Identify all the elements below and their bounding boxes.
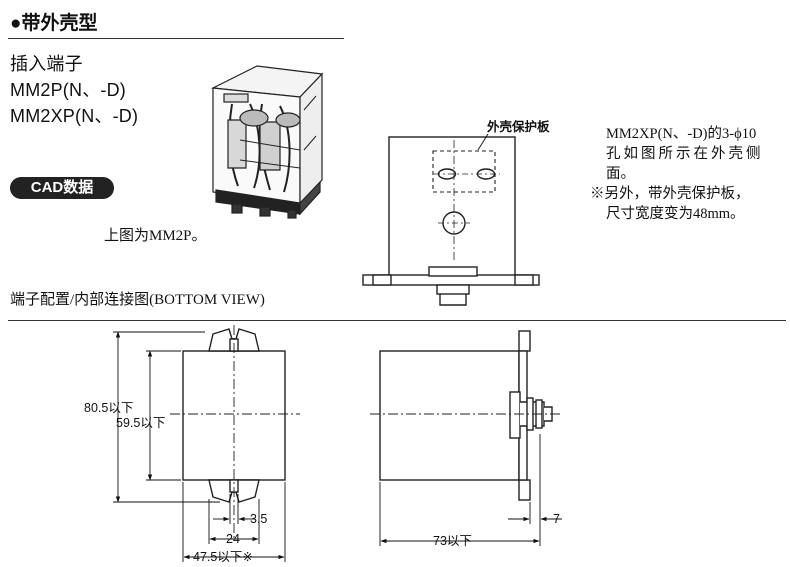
section-title: ●带外壳型 [10,13,98,34]
front-dimension-lines [113,331,286,562]
dim-body-height: 59.5以下 [116,416,165,430]
note-line-4: ※另外，带外壳保护板， [590,186,750,202]
dim-flange: 7 [553,512,560,526]
bottom-view-label: 端子配置/内部连接图(BOTTOM VIEW) [10,292,265,308]
dim-overall-width: 47.5以下※ [193,550,253,564]
terminal-type-label: 插入端子 [10,54,83,74]
side-view-drawing [362,133,540,306]
model-name-mm2xp: MM2XP(N、-D) [10,106,139,126]
note-line-3: 面。 [606,166,635,182]
cad-data-button[interactable]: CAD数据 [10,177,114,199]
depth-view-drawing [370,330,560,501]
dim-overall-height: 80.5以下 [84,401,133,415]
section-divider [8,320,786,321]
note-line-1: MM2XP(N、-D)的3-ϕ10 [606,126,757,142]
front-view-drawing [170,325,300,540]
dim-pin-gap: 3.5 [250,512,267,526]
model-name-mm2p: MM2P(N、-D) [10,80,126,100]
note-line-5: 尺寸宽度变为48mm。 [606,206,745,222]
photo-caption: 上图为MM2P。 [104,228,207,244]
protect-plate-label: 外壳保护板 [486,119,550,134]
dim-pin-pitch: 24 [226,532,240,546]
header-divider [8,38,344,39]
depth-dimension-lines [379,434,562,546]
dim-overall-depth: 73以下 [433,534,472,548]
relay-photo [210,65,324,219]
note-line-2: 孔如图所示在外壳侧 [606,146,764,162]
